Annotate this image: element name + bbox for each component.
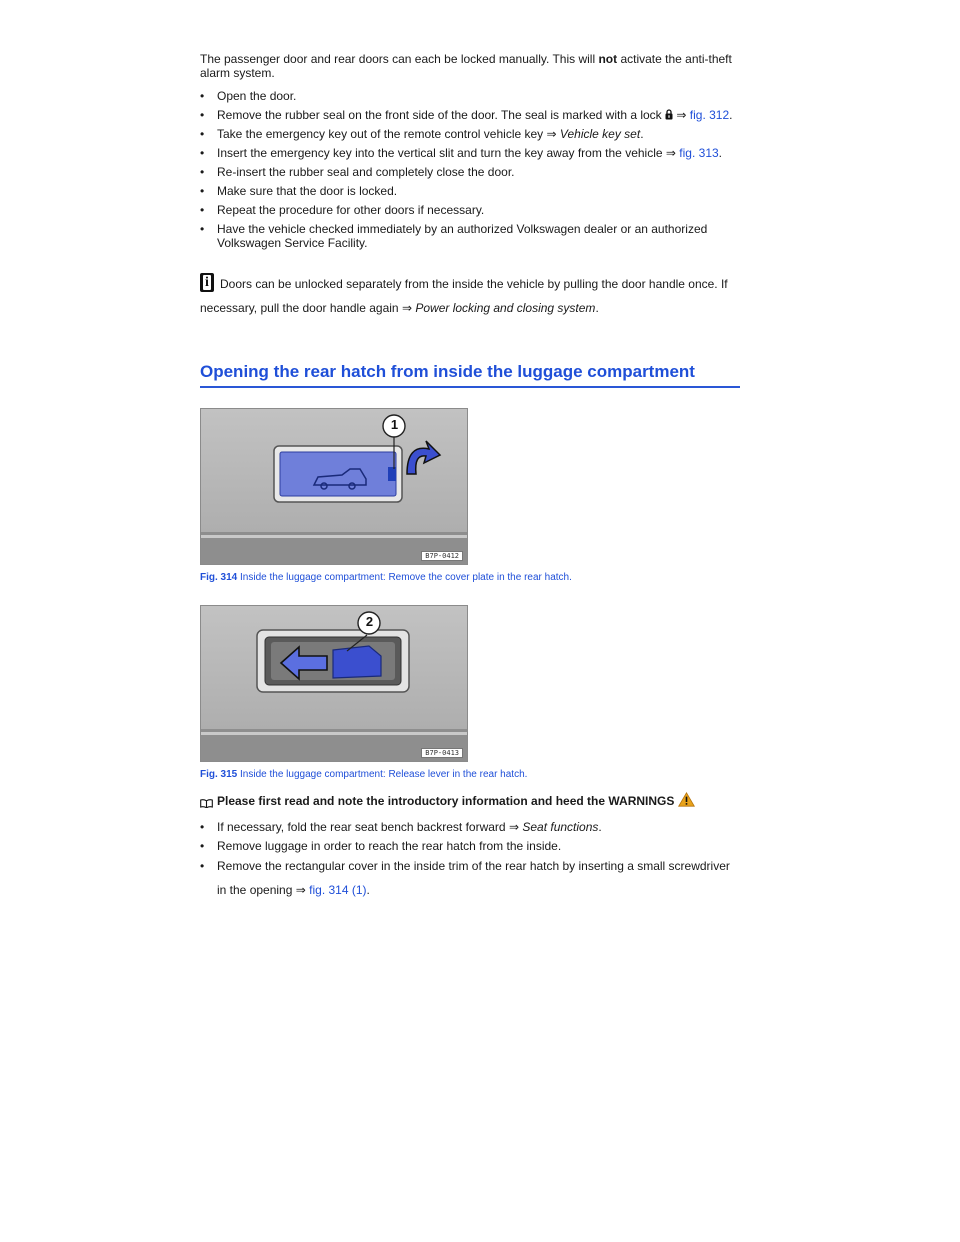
list-item: Remove the rubber seal on the front side…	[200, 108, 740, 122]
reference-arrow: ⇒	[508, 820, 519, 834]
list-item: Make sure that the door is locked.	[200, 184, 740, 198]
read-first-notice: Please first read and note the introduct…	[200, 792, 740, 810]
reference-arrow: ⇒	[676, 108, 687, 122]
power-locking-reference[interactable]: Power locking and closing system	[415, 301, 596, 315]
figure-315-caption: Fig. 315 Inside the luggage compartment:…	[200, 769, 528, 780]
reference-arrow: ⇒	[665, 146, 676, 160]
intro-text-end: activate the anti-theft alarm system.	[200, 52, 732, 80]
manual-page: The passenger door and rear doors can ea…	[200, 52, 740, 907]
callout-1: 1	[390, 417, 399, 432]
list-item: Remove the rectangular cover in the insi…	[200, 854, 740, 902]
section-heading: Opening the rear hatch from inside the l…	[200, 362, 740, 388]
book-icon	[200, 797, 213, 809]
reference-arrow: ⇒	[295, 883, 306, 897]
fig-314-link[interactable]: fig. 314 (1)	[309, 883, 367, 897]
lock-icon	[665, 108, 673, 122]
vehicle-key-set-reference[interactable]: Vehicle key set	[559, 127, 641, 141]
list-item: Open the door.	[200, 89, 740, 103]
intro-text: The passenger door and rear doors can ea…	[200, 52, 599, 66]
fig-312-link[interactable]: fig. 312	[689, 108, 730, 122]
seat-functions-reference[interactable]: Seat functions	[522, 820, 599, 834]
rear-hatch-steps: If necessary, fold the rear seat bench b…	[200, 820, 740, 902]
list-item: Have the vehicle checked immediately by …	[200, 222, 740, 250]
manual-lock-steps: Open the door. Remove the rubber seal on…	[200, 89, 740, 250]
list-item: Re-insert the rubber seal and completely…	[200, 165, 740, 179]
reference-arrow: ⇒	[401, 301, 412, 315]
callout-2: 2	[365, 614, 374, 629]
list-item: Remove luggage in order to reach the rea…	[200, 839, 740, 853]
note-text: Doors can be unlocked separately from th…	[200, 277, 728, 315]
list-item: Repeat the procedure for other doors if …	[200, 203, 740, 217]
list-item: Take the emergency key out of the remote…	[200, 127, 740, 141]
info-note: Doors can be unlocked separately from th…	[200, 272, 740, 320]
figure-315: 2 B7P-0413 Fig. 315 Inside the luggage c…	[200, 605, 740, 781]
figure-314-illustration: 1 B7P-0412	[200, 408, 468, 565]
list-item: If necessary, fold the rear seat bench b…	[200, 820, 740, 834]
figure-code: B7P-0413	[421, 748, 463, 758]
figure-314: 1 B7P-0412 Fig. 314 Inside the luggage c…	[200, 408, 740, 584]
cover-plate-illustration	[201, 409, 467, 564]
list-item: Insert the emergency key into the vertic…	[200, 146, 740, 160]
info-icon	[200, 273, 214, 292]
reference-arrow: ⇒	[546, 127, 557, 141]
warning-triangle-icon[interactable]	[678, 792, 696, 810]
intro-paragraph: The passenger door and rear doors can ea…	[200, 52, 740, 80]
release-lever-illustration	[201, 606, 467, 761]
fig-313-link[interactable]: fig. 313	[679, 146, 719, 160]
figure-314-caption: Fig. 314 Inside the luggage compartment:…	[200, 572, 572, 583]
figure-code: B7P-0412	[421, 551, 463, 561]
intro-bold: not	[598, 52, 618, 66]
read-first-text: Please first read and note the introduct…	[217, 794, 675, 808]
figure-315-illustration: 2 B7P-0413	[200, 605, 468, 762]
